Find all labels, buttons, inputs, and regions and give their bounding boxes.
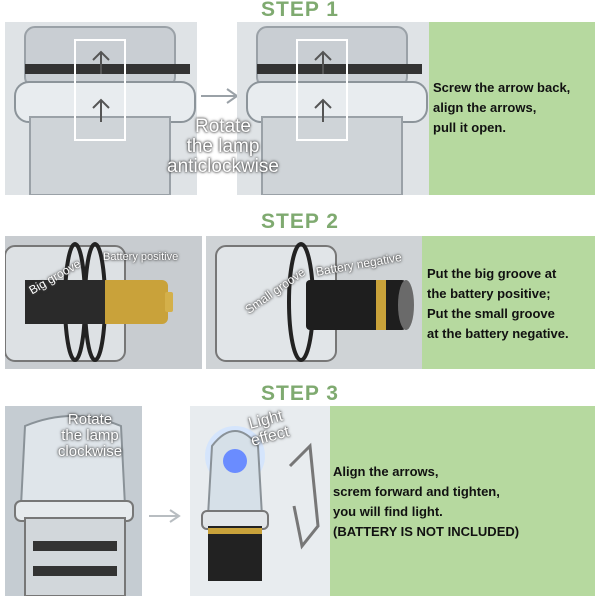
step1-line2: align the arrows,	[433, 100, 537, 115]
step3-title: STEP 3	[261, 382, 339, 405]
step3-rotate-label: Rotate the lamp clockwise	[35, 412, 145, 459]
step1-panel: Rotate the lamp anticlockwise Screw the …	[5, 22, 595, 195]
step2-battery-positive-label: Battery positive	[103, 251, 179, 263]
step2-line2: the battery positive;	[427, 286, 551, 301]
step2-panel: Big groove Battery positive Small groove…	[5, 236, 595, 369]
step2-photo-negative	[206, 236, 422, 369]
step2-line4: at the battery negative.	[427, 326, 569, 341]
step3-panel: Rotate the lamp clockwise Light effect A…	[5, 406, 595, 596]
step3-line2: screm forward and tighten,	[333, 484, 500, 499]
step3-photo-rotate	[5, 406, 142, 596]
step1-line1: Screw the arrow back,	[433, 80, 571, 95]
step1-rotate-label: Rotate the lamp anticlockwise	[153, 117, 293, 177]
step3-line4: (BATTERY IS NOT INCLUDED)	[333, 524, 520, 539]
step1-title: STEP 1	[261, 0, 339, 21]
step2-title: STEP 2	[261, 210, 339, 233]
step3-rotate-line3: clockwise	[57, 442, 123, 460]
step2-description: Put the big groove at the battery positi…	[427, 264, 569, 344]
step2-photo-positive	[5, 236, 202, 369]
step2-line1: Put the big groove at	[427, 266, 557, 281]
step3-arrow-icon	[149, 509, 181, 523]
step1-photo-after	[237, 22, 429, 195]
step3-rotate-line1: Rotate	[67, 411, 113, 428]
step2-line3: Put the small groove	[427, 306, 555, 321]
step1-photo-before	[5, 22, 197, 195]
step3-description: Align the arrows, screm forward and tigh…	[333, 462, 519, 542]
step1-rotate-line1: Rotate	[195, 116, 251, 137]
step2-gap	[202, 236, 206, 369]
step3-line3: you will find light.	[333, 504, 443, 519]
step3-photo-light	[190, 406, 330, 596]
step1-rotate-line3: anticlockwise	[167, 155, 279, 177]
step3-rotate-line2: the lamp	[61, 426, 119, 444]
step3-line1: Align the arrows,	[333, 464, 439, 479]
step1-line3: pull it open.	[433, 120, 506, 135]
step3-gap	[142, 406, 190, 596]
step1-rotate-line2: the lamp	[186, 135, 260, 157]
step1-gap	[197, 22, 237, 195]
step1-description: Screw the arrow back, align the arrows, …	[433, 78, 570, 138]
